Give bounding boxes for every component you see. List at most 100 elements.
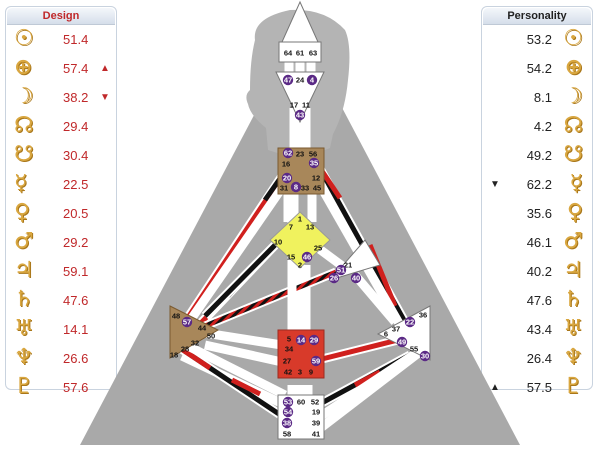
gate-36-label: 36 <box>419 311 427 320</box>
venus-icon: ♀ <box>566 200 583 225</box>
gate-30-marker <box>419 350 431 362</box>
personality-row-neptune: ♆26.4 <box>482 344 592 374</box>
design-row-earth: ⊕57.4▲ <box>6 54 116 84</box>
personality-panel: Personality ☉53.2⊕54.2☽8.1☊4.2☋49.2☿62.2… <box>481 6 593 399</box>
uranus-icon: ♅ <box>14 316 34 341</box>
personality-gate-value: 53.2 <box>526 32 552 47</box>
personality-row-jupiter: ♃40.2 <box>482 257 592 287</box>
gate-35-marker <box>308 157 320 169</box>
design-title: Design <box>7 8 115 25</box>
mars-icon: ♂ <box>14 229 34 254</box>
moon-icon: ☽ <box>563 84 583 109</box>
personality-gate-value: 8.1 <box>533 90 552 105</box>
personality-gate-value: 54.2 <box>526 61 552 76</box>
personality-row-saturn: ♄ 47.6 <box>482 286 592 316</box>
north-node-icon: ☊ <box>14 113 34 138</box>
personality-gate-value: 57.5 <box>526 380 552 395</box>
design-row-venus: ♀20.5 <box>6 199 116 229</box>
design-row-mars: ♂29.2 <box>6 228 116 258</box>
gate-4-label: 4 <box>310 76 315 85</box>
10-34-channel <box>203 238 282 318</box>
personality-row-north-node: ☊ 4.2 <box>482 112 592 142</box>
gate-27-label: 27 <box>283 357 291 366</box>
gate-6-label: 6 <box>384 330 388 339</box>
personality-gate-value: 35.6 <box>526 206 552 221</box>
gate-49-marker <box>396 336 408 348</box>
personality-row-moon: ☽ 8.1 <box>482 83 592 113</box>
gate-43-marker <box>294 109 306 121</box>
design-row-sun: ☉51.4 <box>6 25 116 55</box>
design-gate-value: 51.4 <box>63 32 89 47</box>
jupiter-icon: ♃ <box>563 258 583 283</box>
gate-40-label: 40 <box>352 274 360 283</box>
gate-33-label: 33 <box>301 184 309 193</box>
gate-43-label: 43 <box>296 111 304 120</box>
personality-gate-value: 49.2 <box>526 148 552 163</box>
gate-14-label: 14 <box>297 336 306 345</box>
20-57-channel-outline <box>181 182 288 331</box>
personality-gate-value: 4.2 <box>533 119 552 134</box>
gate-46-marker <box>301 251 313 263</box>
gate-51-marker <box>335 264 347 276</box>
gate-59-marker <box>310 355 322 367</box>
gate-46-label: 46 <box>303 253 311 262</box>
gate-24-label: 24 <box>296 76 305 85</box>
gate-15-label: 15 <box>287 253 295 262</box>
gate-47-marker <box>282 74 294 86</box>
design-gate-value: 38.2 <box>63 90 89 105</box>
personality-row-pluto: ♇57.5▲ <box>482 373 592 403</box>
design-row-pluto: ♇57.6 <box>6 373 116 403</box>
gate-60-label: 60 <box>297 398 305 407</box>
north-node-icon: ☊ <box>563 113 583 138</box>
design-row-uranus: ♅14.1 <box>6 315 116 345</box>
gate-53-label: 53 <box>284 398 292 407</box>
gate-13-label: 13 <box>306 223 314 232</box>
gate-50-label: 50 <box>207 332 215 341</box>
design-gate-value: 22.5 <box>63 177 89 192</box>
gate-31-label: 31 <box>280 184 288 193</box>
exalted-arrow-icon: ▲ <box>100 63 110 74</box>
exalted-arrow-icon: ▲ <box>490 382 500 393</box>
south-node-icon: ☋ <box>14 142 34 167</box>
design-row-mercury: ☿ 22.5 <box>6 170 116 200</box>
40-37-channel-outline <box>351 272 399 325</box>
gate-17-label: 17 <box>290 101 298 110</box>
mercury-icon: ☿ <box>14 171 28 196</box>
personality-row-earth: ⊕54.2 <box>482 54 592 84</box>
gate-18-label: 18 <box>170 351 178 360</box>
channels <box>175 60 428 434</box>
gate-32-label: 32 <box>191 339 199 348</box>
gate-16-label: 16 <box>282 160 290 169</box>
saturn-icon: ♄ <box>563 287 583 312</box>
gate-39-label: 39 <box>312 419 320 428</box>
gate-19-label: 19 <box>312 408 320 417</box>
g-center <box>269 211 331 269</box>
26-44-channel <box>204 269 337 329</box>
gate-5-label: 5 <box>287 335 291 344</box>
gate-40-marker <box>350 272 362 284</box>
personality-gate-value: 47.6 <box>526 293 552 308</box>
personality-row-uranus: ♅ 43.4 <box>482 315 592 345</box>
gate-37-label: 37 <box>392 325 400 334</box>
gate-9-label: 9 <box>309 368 313 377</box>
saturn-icon: ♄ <box>14 287 34 312</box>
32-54-channel-outline <box>175 336 288 400</box>
gate-28-label: 28 <box>181 345 189 354</box>
personality-row-mercury: ☿62.2▼ <box>482 170 592 200</box>
55-39b-activation <box>353 369 382 388</box>
gate-14-marker <box>295 334 307 346</box>
design-gate-value: 20.5 <box>63 206 89 221</box>
solar-plexus-center <box>376 305 431 361</box>
design-panel: Design ☉51.4⊕57.4▲☽38.2▼☊29.4☋30.4☿22.5♀… <box>5 6 117 399</box>
design-gate-value: 57.6 <box>63 380 89 395</box>
gate-20-marker <box>281 172 293 184</box>
gate-20-label: 20 <box>283 174 291 183</box>
personality-gate-value: 43.4 <box>526 322 552 337</box>
uranus-icon: ♅ <box>563 316 583 341</box>
design-row-north-node: ☊29.4 <box>6 112 116 142</box>
personality-row-mars: ♂46.1 <box>482 228 592 258</box>
personality-gate-value: 26.4 <box>526 351 552 366</box>
gate-55-label: 55 <box>410 345 418 354</box>
gate-3-label: 3 <box>298 368 302 377</box>
